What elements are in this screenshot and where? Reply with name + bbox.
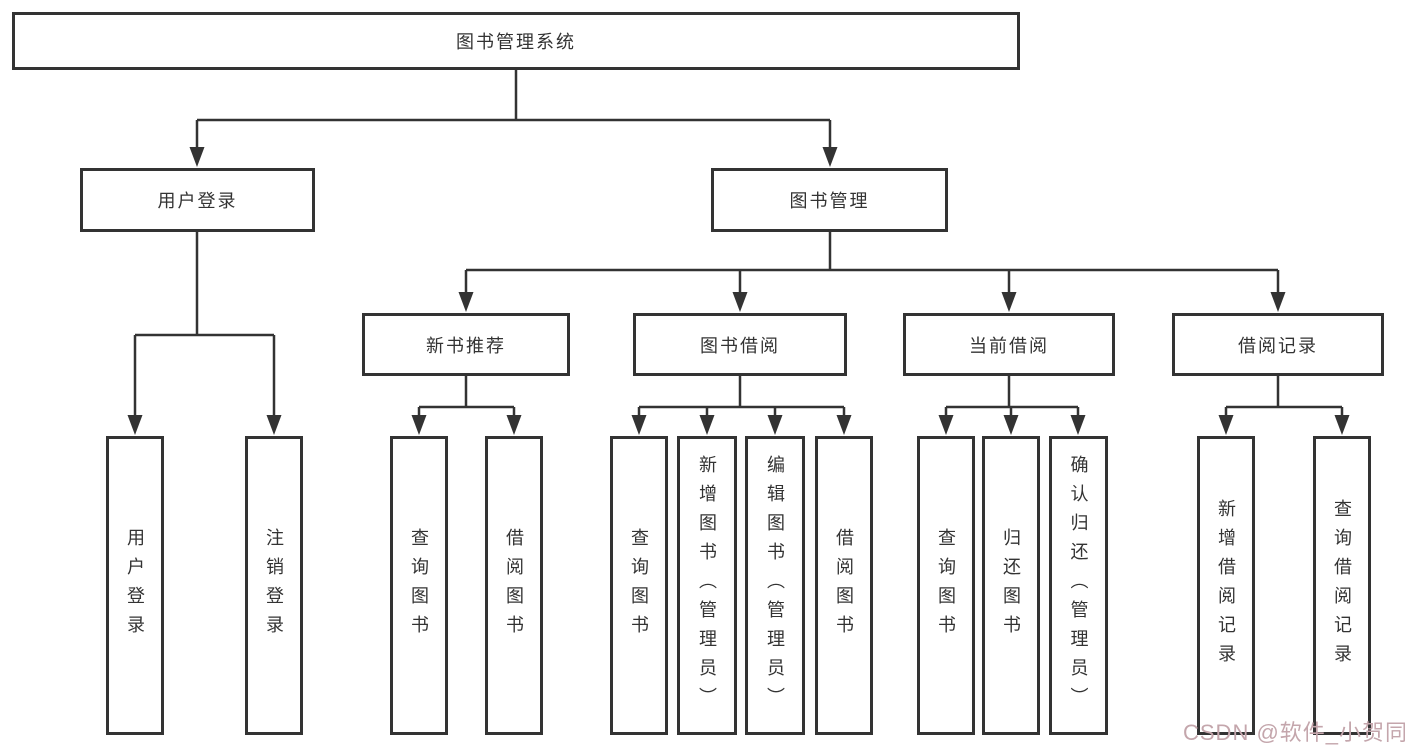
leaf-borrow-add-books-label: 新增图书（管理员） [697, 455, 717, 716]
csdn-watermark: CSDN @软件_小贺同学 [1183, 720, 1405, 745]
leaf-user-login: 用户登录 [106, 436, 164, 735]
leaf-recommend-borrow-books: 借阅图书 [485, 436, 543, 735]
leaf-records-query-record-label: 查询借阅记录 [1332, 498, 1352, 673]
leaf-recommend-query-books-label: 查询图书 [409, 527, 429, 644]
node-new-book-recommend: 新书推荐 [362, 313, 570, 376]
leaf-current-query-books: 查询图书 [917, 436, 975, 735]
leaf-current-return-books: 归还图书 [982, 436, 1040, 735]
leaf-borrow-edit-books-label: 编辑图书（管理员） [765, 455, 785, 716]
node-root: 图书管理系统 [12, 12, 1020, 70]
leaf-borrow-query-books: 查询图书 [610, 436, 668, 735]
node-borrow-records: 借阅记录 [1172, 313, 1384, 376]
leaf-borrow-edit-books: 编辑图书（管理员） [745, 436, 805, 735]
leaf-borrow-add-books: 新增图书（管理员） [677, 436, 737, 735]
node-book-borrow: 图书借阅 [633, 313, 847, 376]
leaf-records-query-record: 查询借阅记录 [1313, 436, 1371, 735]
leaf-borrow-borrow-books-label: 借阅图书 [834, 527, 854, 644]
leaf-borrow-query-books-label: 查询图书 [629, 527, 649, 644]
leaf-user-login-label: 用户登录 [125, 527, 145, 644]
leaf-borrow-borrow-books: 借阅图书 [815, 436, 873, 735]
leaf-recommend-borrow-books-label: 借阅图书 [504, 527, 524, 644]
leaf-logout-label: 注销登录 [264, 527, 284, 644]
leaf-recommend-query-books: 查询图书 [390, 436, 448, 735]
leaf-records-add-record: 新增借阅记录 [1197, 436, 1255, 735]
leaf-records-add-record-label: 新增借阅记录 [1216, 498, 1236, 673]
node-user-login: 用户登录 [80, 168, 315, 232]
leaf-current-return-books-label: 归还图书 [1001, 527, 1021, 644]
leaf-current-confirm-return-label: 确认归还（管理员） [1068, 455, 1089, 716]
leaf-current-query-books-label: 查询图书 [936, 527, 956, 644]
node-current-borrow: 当前借阅 [903, 313, 1115, 376]
node-book-management: 图书管理 [711, 168, 948, 232]
leaf-current-confirm-return: 确认归还（管理员） [1049, 436, 1108, 735]
leaf-logout: 注销登录 [245, 436, 303, 735]
